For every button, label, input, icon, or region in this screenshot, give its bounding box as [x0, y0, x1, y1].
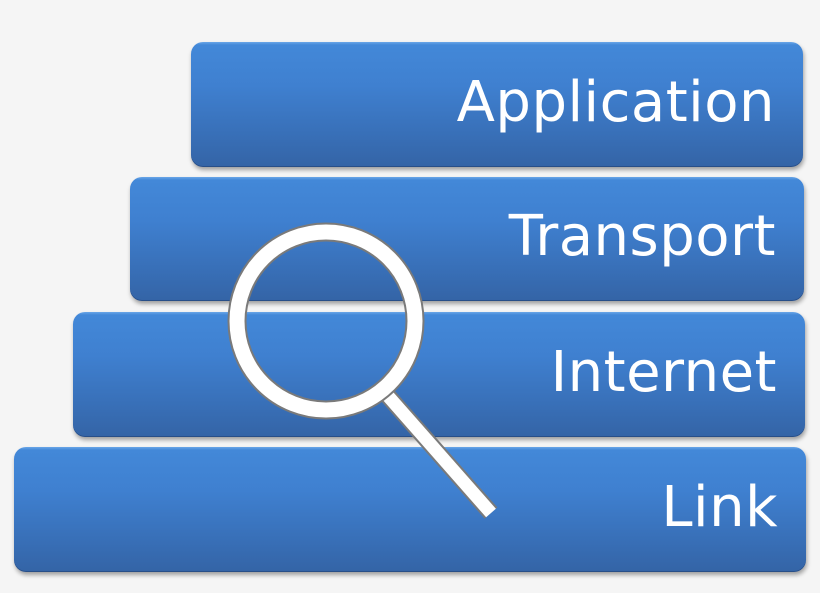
layer-label-link: Link [661, 474, 778, 540]
layer-transport: Transport [130, 177, 804, 301]
layer-label-transport: Transport [508, 204, 776, 269]
layer-label-internet: Internet [550, 339, 777, 405]
layer-internet: Internet [73, 312, 805, 437]
layer-application: Application [191, 42, 803, 167]
layer-label-application: Application [456, 69, 775, 135]
layer-link: Link [14, 447, 806, 572]
